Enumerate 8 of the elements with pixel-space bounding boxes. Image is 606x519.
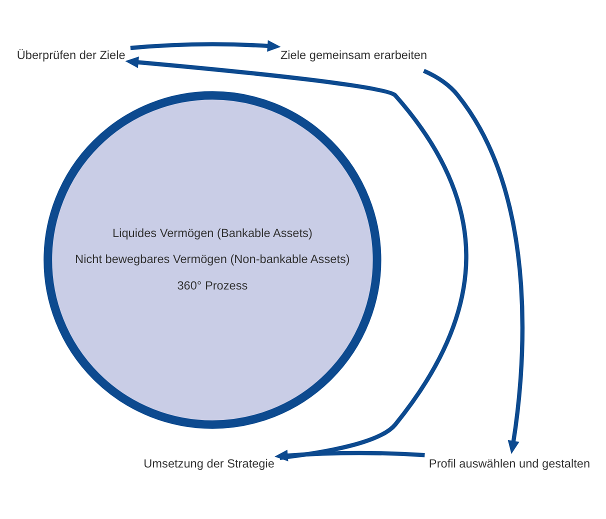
arrow (130, 40, 281, 52)
node-circle: Liquides Vermögen (Bankable Assets) Nicht bewegbares Vermögen (Non-bankable Assets) 360° Prozess (44, 90, 382, 428)
node-text: Ziele gemeinsam erarbeiten (280, 47, 428, 62)
node-text: Überprüfen der Ziele (16, 47, 126, 62)
node-text: Umsetzung der Strategie (144, 456, 274, 470)
node-text: Profil auswählen und gestalten (428, 456, 590, 470)
arrow (125, 56, 468, 460)
arrow (422, 68, 524, 454)
